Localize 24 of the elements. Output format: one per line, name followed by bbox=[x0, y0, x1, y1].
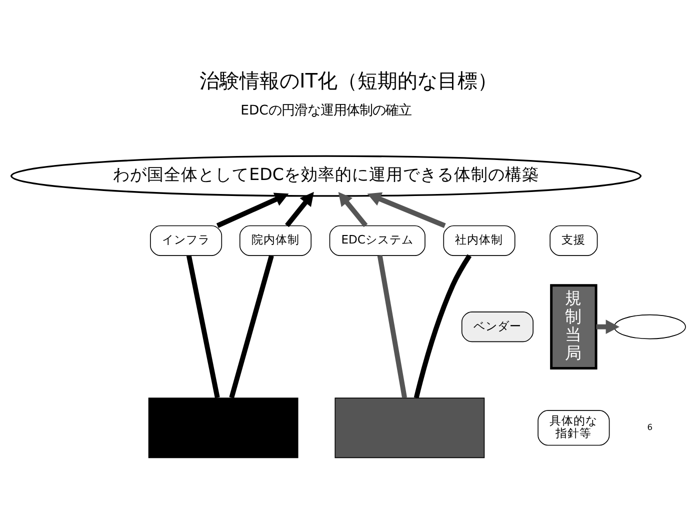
node-box bbox=[148, 398, 298, 458]
label: 6 bbox=[647, 422, 653, 432]
arrow bbox=[216, 192, 289, 228]
diagram-title: 治験情報のIT化（短期的な目標） bbox=[200, 70, 498, 93]
connector bbox=[377, 255, 407, 398]
node-box: 具体的な指針等 bbox=[538, 410, 610, 446]
node-ellipse bbox=[614, 314, 686, 340]
arrow bbox=[338, 192, 368, 228]
node-ellipse: わが国全体としてEDCを効率的に運用できる体制の構築 bbox=[10, 155, 642, 197]
arrow bbox=[596, 320, 620, 334]
connector bbox=[414, 254, 472, 398]
connector bbox=[229, 255, 274, 398]
label: EDCの円滑な運用体制の確立 bbox=[240, 104, 412, 119]
node-box bbox=[334, 398, 485, 458]
arrow bbox=[367, 192, 446, 228]
arrow bbox=[285, 192, 314, 228]
node-box: 支援 bbox=[550, 225, 598, 256]
node-box: ベンダー bbox=[461, 311, 534, 342]
connector bbox=[186, 255, 220, 398]
node-box: インフラ bbox=[150, 225, 222, 256]
node-box: 規制当局 bbox=[550, 284, 598, 370]
node-box: 社内体制 bbox=[443, 225, 516, 256]
node-box: 院内体制 bbox=[239, 225, 312, 256]
node-box: EDCシステム bbox=[329, 225, 426, 256]
